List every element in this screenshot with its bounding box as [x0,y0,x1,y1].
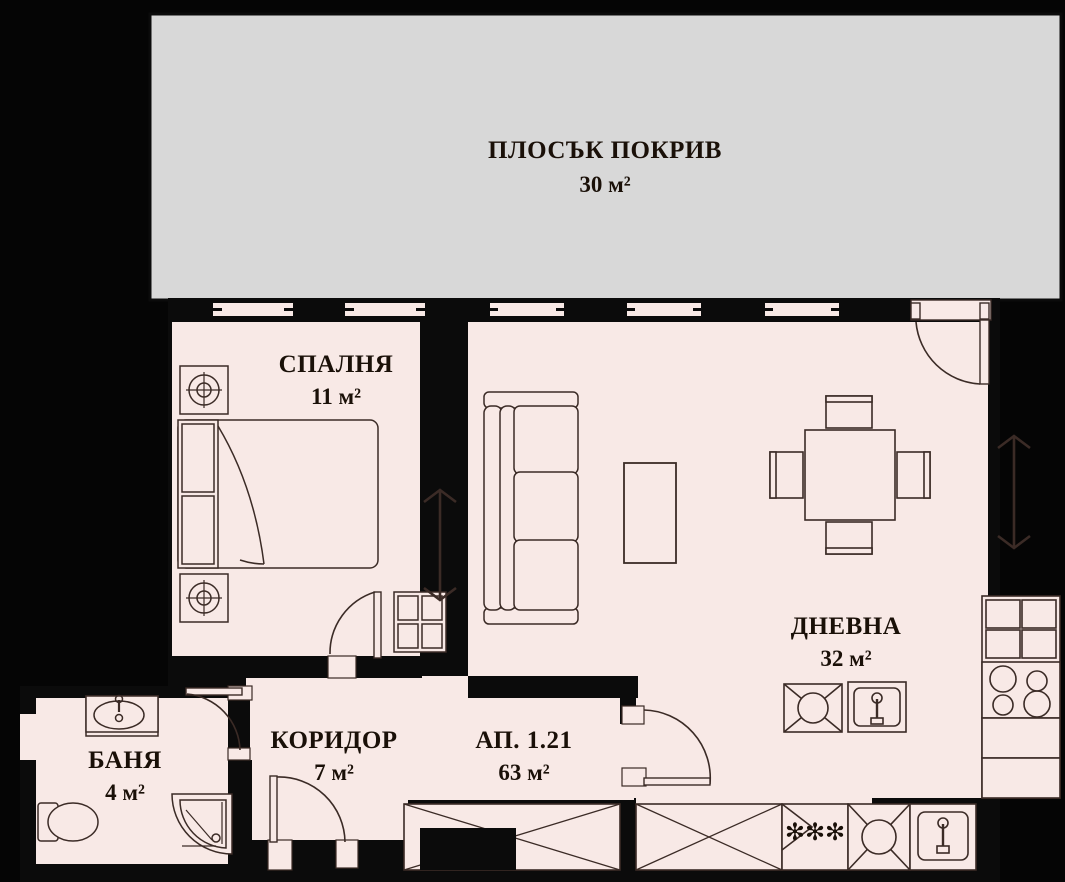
unit-label: АП. 1.21 63 м² [475,727,572,785]
dining-table [769,395,931,555]
door-swing[interactable] [327,591,382,679]
window [345,303,425,316]
upper-cabinets [985,599,1057,659]
room-label-living: ДНЕВНА 32 м² [791,613,902,671]
radiator-icon [997,434,1031,550]
window [490,303,564,316]
room-area: 7 м² [314,760,354,785]
toilet-icon [37,802,99,842]
kitchen-counter-right [981,595,1061,799]
nightstand [179,573,229,623]
room-label-hall: КОРИДОР 7 м² [270,727,397,785]
unit-name: АП. 1.21 [475,727,572,754]
room-area: 30 м² [579,172,630,197]
flat-roof-area [148,12,1063,302]
room-label-bath: БАНЯ 4 м² [88,747,162,805]
radiator-icon [423,488,457,602]
room-name: СПАЛНЯ [279,351,394,378]
fridge-icon: ✻✻✻ [781,803,849,871]
nightstand [179,365,229,415]
room-name: ДНЕВНА [791,613,902,640]
sink-icon [847,681,907,733]
room-area: 4 м² [105,780,145,805]
room-area: 32 м² [820,646,871,671]
corridor-floor [246,676,634,840]
room-name: БАНЯ [88,747,162,774]
washbasin-icon [85,694,159,737]
door-swing[interactable] [185,685,253,761]
door-swing[interactable] [621,705,712,787]
shower-icon [171,793,233,855]
sofa [483,391,579,625]
room-label-bedroom: СПАЛНЯ 11 м² [279,351,394,409]
room-area: 11 м² [311,384,361,409]
room-name: ПЛОСЪК ПОКРИВ [488,137,722,164]
window [213,303,293,316]
kitchen-counter-bottom: ✻✻✻ [403,803,977,871]
unit-area: 63 м² [498,760,549,785]
bed [177,419,379,569]
sink-icon [909,803,977,871]
coffee-table [623,462,677,564]
door-swing[interactable] [910,299,992,385]
room-name: КОРИДОР [270,727,397,754]
room-label-roof: ПЛОСЪК ПОКРИВ 30 м² [488,137,722,197]
cooktop-icon [847,803,911,871]
windows-group [213,303,839,316]
wardrobe [393,591,447,653]
svg-text:✻✻✻: ✻✻✻ [785,818,845,846]
four-burner-hob [981,661,1061,719]
window [765,303,839,316]
entrance-door-swing[interactable] [267,775,359,871]
cooktop-icon [783,683,843,733]
window [627,303,701,316]
